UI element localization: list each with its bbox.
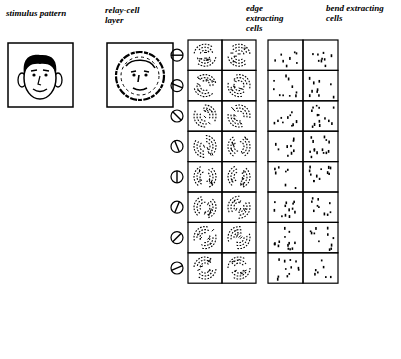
orientation-symbols: [171, 49, 183, 274]
panel-heading: bend extracting cells: [326, 4, 398, 24]
edge-cell-grid: [188, 40, 256, 283]
panel-heading: stimulus pattern: [6, 9, 96, 19]
relay-pattern: [107, 43, 173, 107]
panel-heading: relay-cell layer: [105, 6, 155, 26]
panel-heading: edge extracting cells: [246, 4, 296, 34]
bend-cell-grid: [268, 40, 338, 283]
stimulus-face: [8, 43, 73, 107]
